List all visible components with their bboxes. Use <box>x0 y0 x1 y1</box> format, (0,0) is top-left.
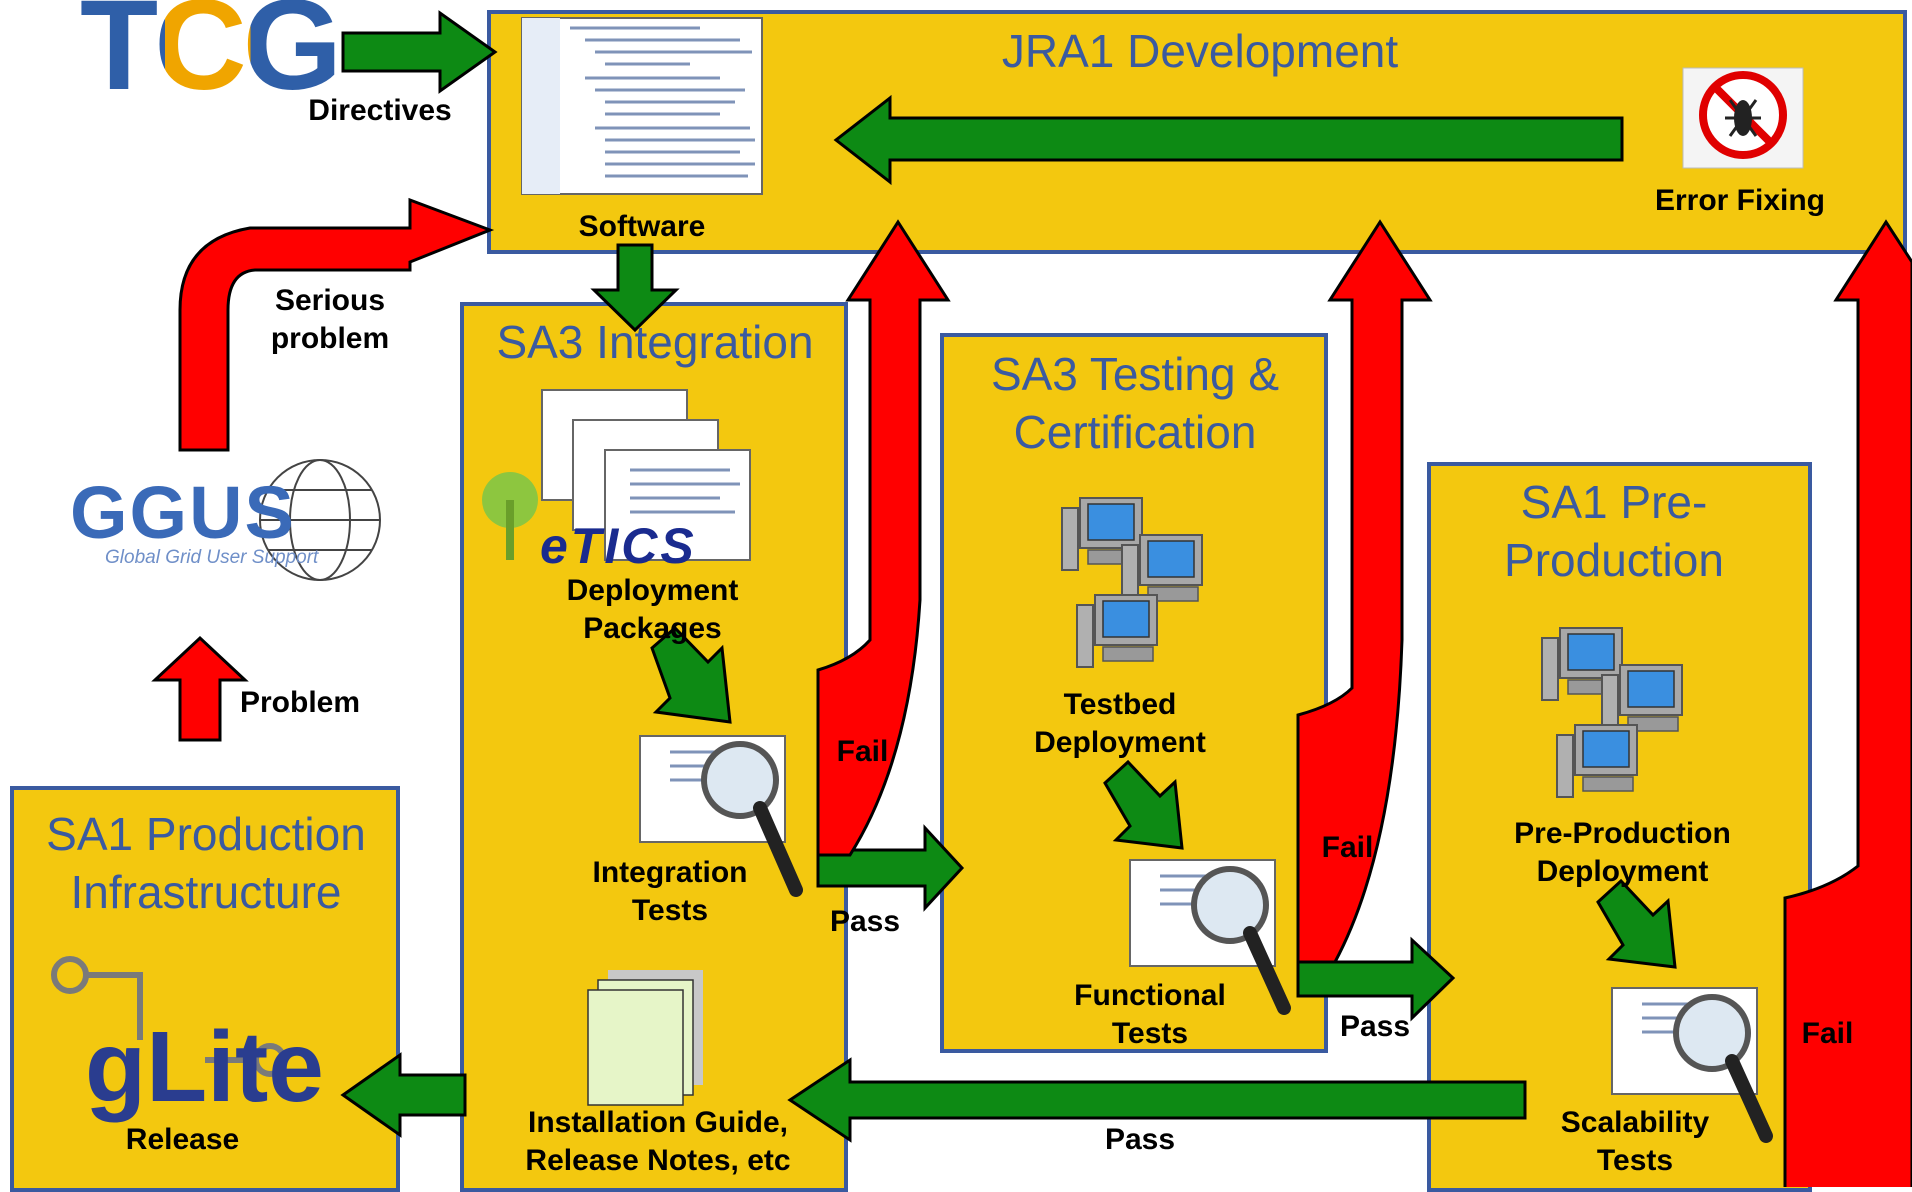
serious-problem-arrow <box>178 197 495 452</box>
deployment-packages-label: Deployment Packages <box>566 574 739 645</box>
testbed-computers-icon <box>1061 497 1203 668</box>
testbed-deployment-label: Testbed Deployment <box>1034 688 1206 759</box>
preproduction-computers-icon <box>1541 627 1683 798</box>
sa3-testing-title: SA3 Testing & Certification <box>990 348 1280 458</box>
software-label: Software <box>578 210 706 243</box>
error-fixing-bug-icon <box>1682 67 1804 169</box>
directives-label: Directives <box>308 94 452 127</box>
preprod-pass-arrow <box>787 1057 1527 1143</box>
functional-tests-label: Functional Tests <box>1074 979 1226 1050</box>
sa1-preproduction-title: SA1 Pre- Production <box>1504 476 1724 586</box>
tcg-logo: TCG <box>80 0 342 110</box>
integration-tests-icon <box>639 735 803 897</box>
preproduction-fail-label: Fail <box>1801 1017 1854 1050</box>
release-arrow <box>340 1052 467 1138</box>
testing-fail-arrow <box>1296 219 1433 964</box>
tcg-logo-text: TCG <box>80 0 342 117</box>
functional-tests-icon <box>1129 859 1291 1015</box>
preproduction-fail-arrow <box>1783 219 1912 1187</box>
sa1-production-title: SA1 Production Infrastructure <box>46 808 366 918</box>
ggus-logo-subtitle: Global Grid User Support <box>105 547 319 568</box>
ggus-logo: GGUS <box>70 471 296 554</box>
directives-arrow <box>341 10 498 94</box>
testbed-to-functional-arrow <box>1103 759 1184 850</box>
scalability-tests-label: Scalability Tests <box>1560 1106 1710 1177</box>
problem-label: Problem <box>239 686 361 719</box>
software-to-integration-arrow <box>590 243 680 333</box>
etics-logo: eTICS <box>540 518 697 574</box>
jra1-title: JRA1 Development <box>1001 25 1399 77</box>
release-label: Release <box>125 1123 240 1156</box>
testing-fail-label: Fail <box>1321 831 1374 864</box>
integration-fail-arrow <box>816 219 951 857</box>
deployment-packages-icon <box>482 389 751 561</box>
integration-pass-arrow <box>816 824 965 912</box>
preproduction-pass-label: Pass <box>1104 1123 1176 1156</box>
integration-tests-label: Integration Tests <box>592 856 748 927</box>
error-fixing-arrow <box>833 94 1624 186</box>
glite-decoration-icon <box>51 956 287 1077</box>
serious-problem-label: Serious problem <box>270 284 390 355</box>
installation-guide-label: Installation Guide, Release Notes, etc <box>525 1106 791 1177</box>
preproduction-deployment-label: Pre-Production Deployment <box>1514 817 1731 888</box>
error-fixing-label: Error Fixing <box>1654 184 1826 217</box>
integration-fail-label: Fail <box>836 735 889 768</box>
glite-logo: gLite <box>85 1011 324 1123</box>
scalability-tests-icon <box>1611 987 1773 1143</box>
testing-pass-label: Pass <box>1339 1010 1411 1043</box>
sa3-integration-title: SA3 Integration <box>496 316 814 368</box>
software-code-icon <box>521 17 763 195</box>
ggus-globe-icon <box>259 459 381 581</box>
preprod-to-scalability-arrow <box>1596 878 1677 969</box>
installation-guide-docs-icon <box>587 970 703 1106</box>
integration-pass-label: Pass <box>829 905 901 938</box>
packages-to-tests-arrow <box>650 625 732 724</box>
problem-arrow <box>151 635 249 742</box>
testing-pass-arrow <box>1296 936 1456 1022</box>
